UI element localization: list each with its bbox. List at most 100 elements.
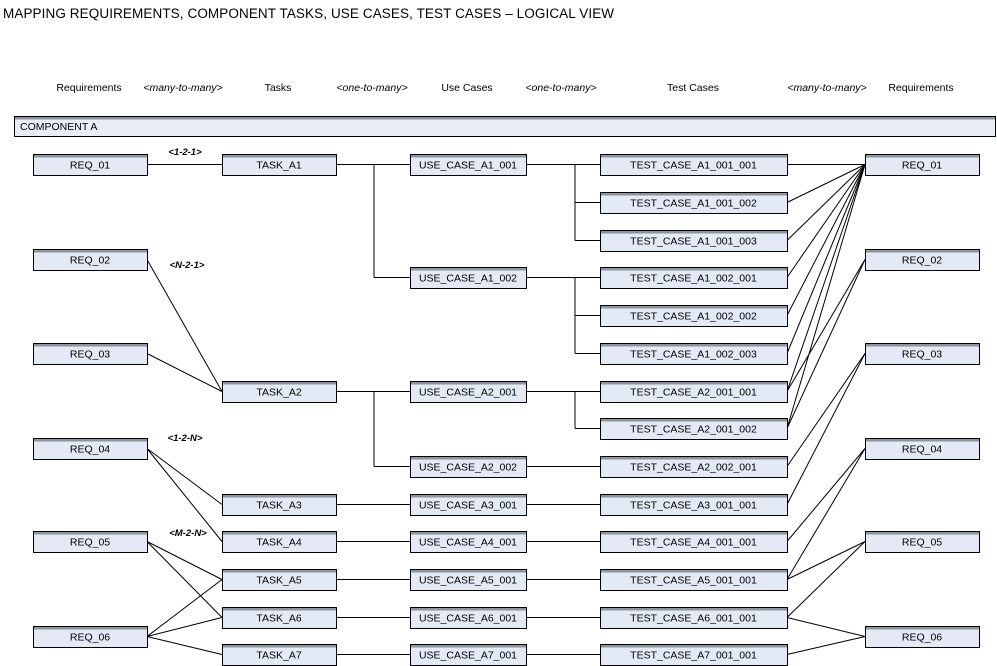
component-band-group[interactable]: COMPONENT A bbox=[14, 116, 996, 137]
node-box[interactable] bbox=[410, 494, 527, 516]
node-box[interactable] bbox=[410, 531, 527, 553]
node-test-case[interactable]: TEST_CASE_A2_001_001 bbox=[600, 381, 788, 403]
component-band-label: COMPONENT A bbox=[20, 121, 97, 133]
node-use-case[interactable]: USE_CASE_A7_001 bbox=[410, 644, 527, 666]
node-use-case[interactable]: USE_CASE_A2_001 bbox=[410, 381, 527, 403]
node-box[interactable] bbox=[600, 343, 788, 365]
node-requirement-right[interactable]: REQ_03 bbox=[865, 343, 980, 365]
node-top-edge bbox=[601, 645, 787, 648]
node-box[interactable] bbox=[865, 531, 980, 553]
node-test-case[interactable]: TEST_CASE_A4_001_001 bbox=[600, 531, 788, 553]
link-test-case-to-requirement bbox=[786, 353, 866, 505]
node-test-case[interactable]: TEST_CASE_A1_001_001 bbox=[600, 154, 788, 176]
node-use-case[interactable]: USE_CASE_A1_002 bbox=[410, 267, 527, 289]
node-box[interactable] bbox=[600, 154, 788, 176]
node-use-case[interactable]: USE_CASE_A1_001 bbox=[410, 154, 527, 176]
node-box[interactable] bbox=[865, 626, 980, 648]
node-requirement-left[interactable]: REQ_03 bbox=[33, 343, 148, 365]
node-requirement-right[interactable]: REQ_01 bbox=[865, 154, 980, 176]
node-requirement-right[interactable]: REQ_06 bbox=[865, 626, 980, 648]
node-requirement-left[interactable]: REQ_01 bbox=[33, 154, 148, 176]
node-requirement-right[interactable]: REQ_05 bbox=[865, 531, 980, 553]
node-label: REQ_05 bbox=[902, 536, 942, 548]
node-test-case[interactable]: TEST_CASE_A1_001_003 bbox=[600, 230, 788, 252]
node-test-case[interactable]: TEST_CASE_A1_002_003 bbox=[600, 343, 788, 365]
node-use-case[interactable]: USE_CASE_A6_001 bbox=[410, 607, 527, 629]
node-requirement-left[interactable]: REQ_04 bbox=[33, 438, 148, 460]
node-box[interactable] bbox=[410, 569, 527, 591]
node-box[interactable] bbox=[410, 154, 527, 176]
node-box[interactable] bbox=[865, 438, 980, 460]
node-box[interactable] bbox=[410, 267, 527, 289]
node-test-case[interactable]: TEST_CASE_A1_001_002 bbox=[600, 192, 788, 214]
node-use-case[interactable]: USE_CASE_A3_001 bbox=[410, 494, 527, 516]
component-band[interactable] bbox=[14, 116, 996, 137]
node-task[interactable]: TASK_A4 bbox=[222, 531, 337, 553]
node-box[interactable] bbox=[222, 531, 337, 553]
node-box[interactable] bbox=[33, 531, 148, 553]
node-box[interactable] bbox=[865, 249, 980, 271]
node-box[interactable] bbox=[222, 381, 337, 403]
node-test-case[interactable]: TEST_CASE_A1_002_001 bbox=[600, 267, 788, 289]
node-box[interactable] bbox=[600, 531, 788, 553]
link-requirement-to-task bbox=[146, 353, 223, 392]
link-test-case-to-requirement bbox=[786, 617, 866, 637]
node-task[interactable]: TASK_A5 bbox=[222, 569, 337, 591]
node-use-case[interactable]: USE_CASE_A5_001 bbox=[410, 569, 527, 591]
node-box[interactable] bbox=[600, 418, 788, 440]
node-task[interactable]: TASK_A3 bbox=[222, 494, 337, 516]
node-requirement-left[interactable]: REQ_06 bbox=[33, 626, 148, 648]
node-test-case[interactable]: TEST_CASE_A3_001_001 bbox=[600, 494, 788, 516]
node-task[interactable]: TASK_A6 bbox=[222, 607, 337, 629]
node-requirement-left[interactable]: REQ_05 bbox=[33, 531, 148, 553]
node-test-case[interactable]: TEST_CASE_A2_001_002 bbox=[600, 418, 788, 440]
node-top-edge bbox=[866, 155, 979, 158]
node-top-edge bbox=[34, 155, 147, 158]
node-top-edge bbox=[601, 344, 787, 347]
node-box[interactable] bbox=[33, 154, 148, 176]
node-box[interactable] bbox=[33, 343, 148, 365]
node-box[interactable] bbox=[600, 569, 788, 591]
node-test-case[interactable]: TEST_CASE_A1_002_002 bbox=[600, 305, 788, 327]
node-box[interactable] bbox=[600, 456, 788, 478]
node-task[interactable]: TASK_A1 bbox=[222, 154, 337, 176]
node-box[interactable] bbox=[222, 154, 337, 176]
node-label: TEST_CASE_A3_001_001 bbox=[630, 499, 757, 511]
node-box[interactable] bbox=[600, 267, 788, 289]
node-box[interactable] bbox=[600, 305, 788, 327]
node-test-case[interactable]: TEST_CASE_A7_001_001 bbox=[600, 644, 788, 666]
node-test-case[interactable]: TEST_CASE_A2_002_001 bbox=[600, 456, 788, 478]
node-box[interactable] bbox=[222, 569, 337, 591]
node-task[interactable]: TASK_A2 bbox=[222, 381, 337, 403]
node-requirement-right[interactable]: REQ_04 bbox=[865, 438, 980, 460]
node-top-edge bbox=[601, 570, 787, 573]
node-box[interactable] bbox=[600, 381, 788, 403]
node-box[interactable] bbox=[33, 438, 148, 460]
node-label: TEST_CASE_A5_001_001 bbox=[630, 574, 757, 586]
node-box[interactable] bbox=[600, 192, 788, 214]
node-box[interactable] bbox=[33, 626, 148, 648]
node-box[interactable] bbox=[410, 381, 527, 403]
node-requirement-right[interactable]: REQ_02 bbox=[865, 249, 980, 271]
node-box[interactable] bbox=[600, 607, 788, 629]
node-box[interactable] bbox=[865, 343, 980, 365]
node-task[interactable]: TASK_A7 bbox=[222, 644, 337, 666]
node-test-case[interactable]: TEST_CASE_A5_001_001 bbox=[600, 569, 788, 591]
node-use-case[interactable]: USE_CASE_A4_001 bbox=[410, 531, 527, 553]
node-box[interactable] bbox=[865, 154, 980, 176]
node-box[interactable] bbox=[600, 494, 788, 516]
node-requirement-left[interactable]: REQ_02 bbox=[33, 249, 148, 271]
node-label: USE_CASE_A6_001 bbox=[419, 612, 517, 624]
node-label: USE_CASE_A2_001 bbox=[419, 386, 517, 398]
node-box[interactable] bbox=[33, 249, 148, 271]
node-test-case[interactable]: TEST_CASE_A6_001_001 bbox=[600, 607, 788, 629]
node-box[interactable] bbox=[600, 230, 788, 252]
link-test-case-to-requirement bbox=[786, 259, 866, 392]
node-top-edge bbox=[223, 608, 336, 611]
node-box[interactable] bbox=[410, 607, 527, 629]
node-box[interactable] bbox=[410, 456, 527, 478]
node-use-case[interactable]: USE_CASE_A2_002 bbox=[410, 456, 527, 478]
node-box[interactable] bbox=[222, 494, 337, 516]
node-box[interactable] bbox=[222, 607, 337, 629]
